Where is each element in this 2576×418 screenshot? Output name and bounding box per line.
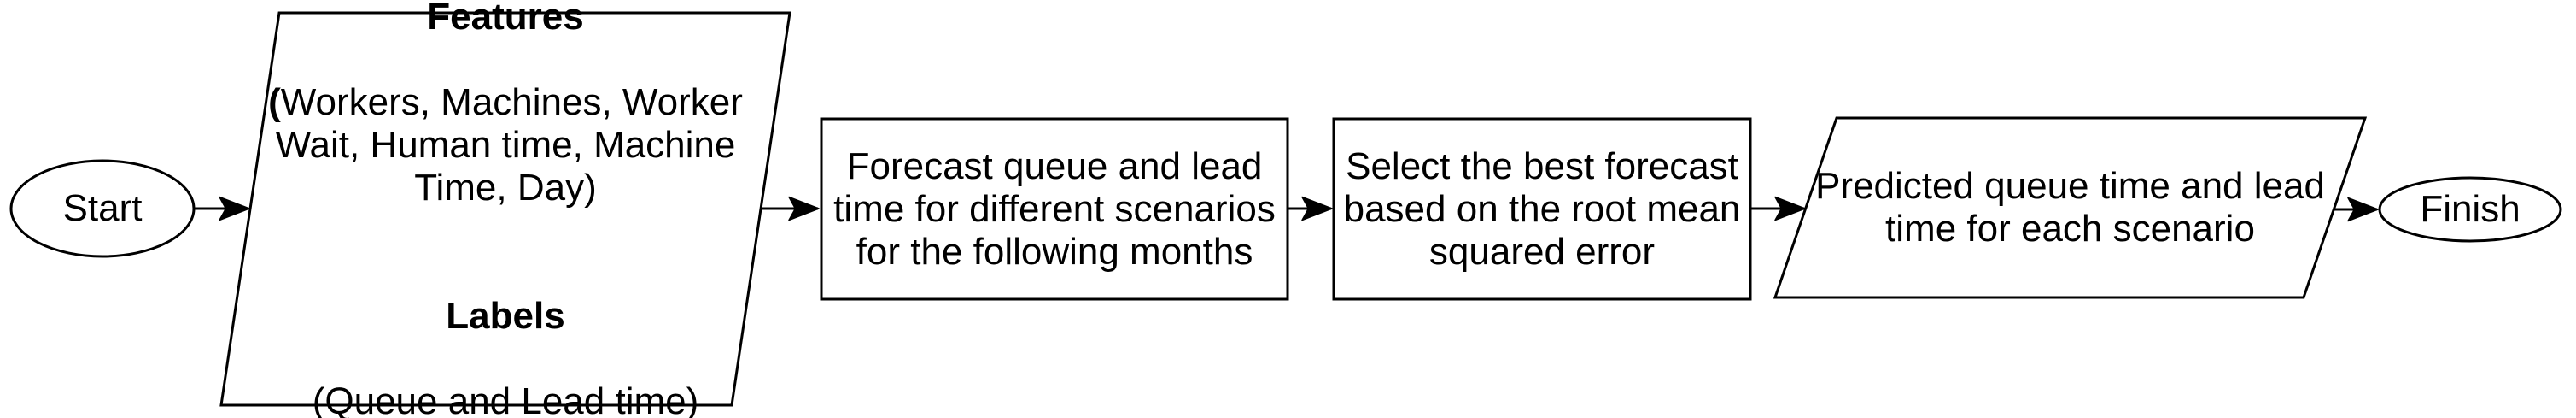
select-best-process-rect [1332,117,1752,301]
forecast-process-rect [820,117,1289,301]
features-labels-parallelogram [219,11,791,407]
finish-ellipse [2378,176,2562,243]
start-ellipse [9,159,196,258]
predicted-output-parallelogram [1773,116,2368,299]
